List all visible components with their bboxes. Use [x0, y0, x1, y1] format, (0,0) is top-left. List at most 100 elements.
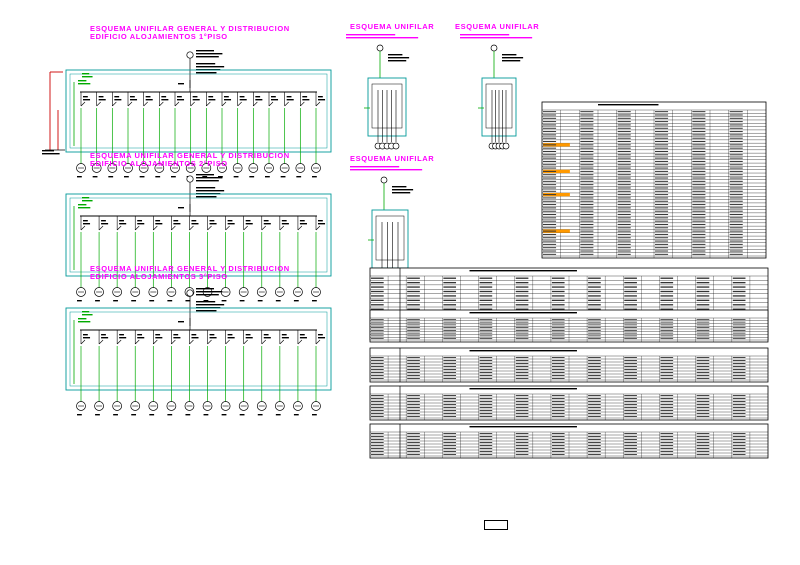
table-text	[588, 436, 601, 437]
table-text	[696, 445, 710, 446]
table-text	[543, 157, 557, 159]
table-text	[551, 445, 565, 446]
main-switch-label	[178, 321, 184, 323]
table-text	[479, 308, 493, 310]
table-text	[692, 167, 706, 169]
table-text	[371, 329, 384, 331]
table-text	[729, 223, 743, 225]
table-text	[617, 217, 631, 219]
table-text	[660, 308, 674, 310]
table-text	[407, 369, 420, 370]
label-stroke	[130, 96, 135, 98]
table-text	[515, 329, 529, 331]
table-text	[729, 243, 743, 245]
small-meter-icon	[380, 176, 388, 184]
load-tag	[131, 300, 137, 302]
table-text	[551, 398, 565, 399]
load-tag	[95, 300, 100, 302]
breaker-label	[245, 334, 253, 339]
breaker-label	[209, 334, 217, 339]
table-text	[729, 233, 743, 235]
table-text	[624, 372, 637, 373]
table-text	[479, 335, 493, 337]
table-text	[729, 220, 743, 222]
table-text	[580, 220, 594, 222]
label-stroke	[137, 223, 145, 225]
table-text	[407, 360, 420, 361]
breaker-symbol	[253, 101, 258, 107]
table-text	[515, 360, 529, 361]
table-text	[729, 167, 743, 169]
table-text	[624, 407, 637, 408]
table-text	[696, 335, 710, 337]
table-text	[692, 154, 706, 156]
breaker-label	[299, 220, 307, 225]
table-text	[407, 448, 420, 449]
breaker-symbol	[174, 101, 180, 107]
table-text	[655, 134, 669, 136]
table-heading	[469, 312, 577, 314]
table-text	[515, 286, 529, 288]
small-panel3-title: ESQUEMA UNIFILAR	[350, 154, 435, 163]
table-text	[655, 174, 669, 176]
table-text	[443, 410, 457, 411]
label-stroke	[196, 53, 223, 55]
table-text	[660, 332, 674, 334]
table-text	[551, 448, 565, 449]
table-text	[729, 131, 743, 133]
label-stroke	[263, 220, 269, 222]
label-stroke	[137, 334, 143, 336]
table-text	[660, 321, 674, 323]
table-text	[729, 214, 743, 216]
label-stroke	[318, 334, 323, 336]
label-stroke	[83, 337, 91, 339]
table-text	[443, 329, 457, 331]
table-text	[660, 407, 674, 408]
table-text	[588, 360, 601, 361]
breaker-label	[137, 220, 145, 225]
table-text	[655, 141, 669, 143]
table-text	[732, 308, 746, 310]
label-stroke	[271, 99, 279, 101]
label-stroke	[239, 300, 245, 302]
table-text	[617, 111, 631, 113]
table-text	[732, 295, 746, 297]
table-text	[580, 187, 594, 189]
table-text	[479, 324, 493, 326]
table-text	[580, 197, 594, 199]
table-text	[407, 335, 420, 337]
table-text	[692, 184, 706, 186]
load-tag	[312, 300, 317, 302]
table-text	[732, 357, 746, 358]
table-text	[543, 131, 557, 133]
table-text	[692, 114, 706, 116]
table-text	[624, 329, 637, 331]
table-text	[371, 407, 384, 408]
table-text	[617, 144, 631, 146]
table-text	[660, 324, 674, 326]
table-text	[407, 332, 420, 334]
table-text	[660, 286, 674, 288]
label-stroke	[286, 96, 292, 98]
table-text	[617, 117, 631, 119]
label-stroke	[208, 96, 214, 98]
table-text	[655, 204, 669, 206]
table-text	[655, 150, 669, 152]
label-stroke	[130, 99, 138, 101]
table-text	[479, 454, 493, 455]
table-text	[543, 220, 557, 222]
table-text	[655, 210, 669, 212]
table-text	[655, 114, 669, 116]
table-text	[371, 436, 384, 437]
table-text	[624, 436, 637, 437]
table-text	[655, 200, 669, 202]
table-text	[729, 147, 743, 149]
table-text	[696, 357, 710, 358]
table-text	[617, 253, 631, 255]
table-text	[551, 324, 565, 326]
supply-meter-icon	[186, 289, 194, 297]
table-text	[443, 369, 457, 370]
load-tag	[167, 414, 173, 416]
label-stroke	[281, 334, 287, 336]
table-text	[624, 445, 637, 446]
